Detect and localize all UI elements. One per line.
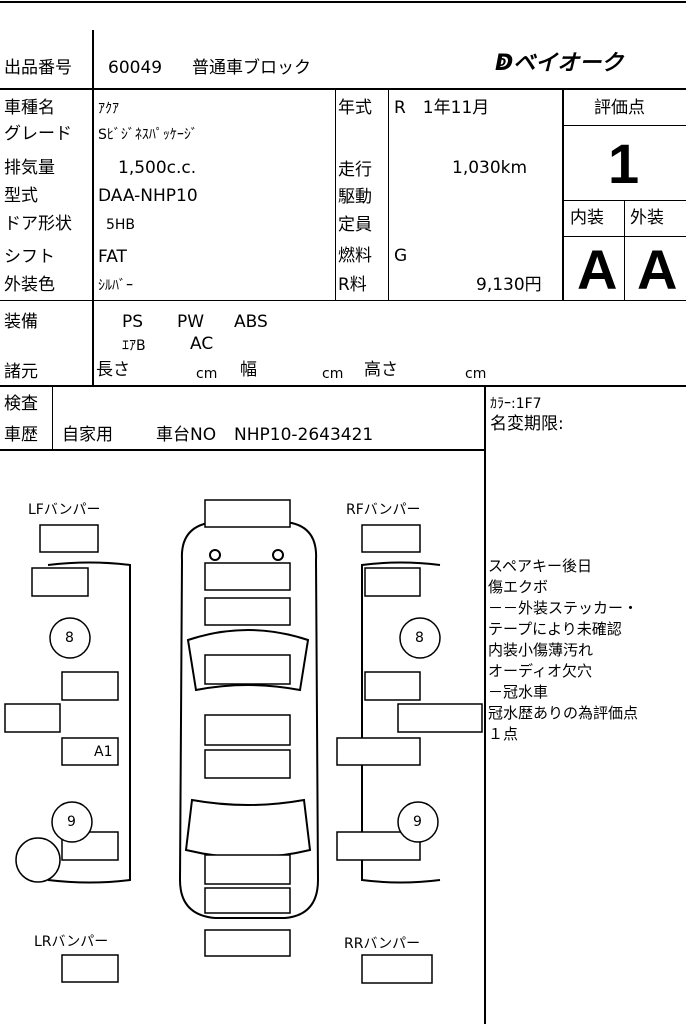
- model: DAA-NHP10: [98, 186, 198, 206]
- width-label: 幅: [240, 360, 257, 380]
- car-windshield: [186, 629, 310, 692]
- logo: ↁベイオーク: [495, 51, 624, 76]
- divider: [624, 200, 625, 300]
- note-line: テープにより未確認: [488, 620, 622, 638]
- divider: [562, 88, 564, 300]
- rr-bumper-label: RRバンパー: [344, 936, 421, 952]
- note-line: 冠水歴ありの為評価点: [488, 704, 639, 722]
- tire-front-left: 8: [65, 630, 74, 646]
- car-name: ｱｸｱ: [98, 101, 119, 117]
- displacement-label: 排気量: [4, 158, 55, 178]
- mileage-label: 走行: [338, 160, 372, 180]
- drive-label: 駆動: [338, 187, 372, 207]
- lot-number: 60049: [108, 58, 163, 78]
- equipment-item: PW: [177, 312, 205, 332]
- car-name-label: 車種名: [4, 98, 55, 118]
- divider: [92, 30, 94, 386]
- history: 自家用: [62, 425, 113, 445]
- block-name: 普通車ブロック: [192, 58, 311, 78]
- name-change-deadline: 名変期限:: [490, 414, 564, 434]
- divider: [388, 88, 389, 300]
- note-line: －冠水車: [488, 683, 549, 701]
- note-line: １点: [488, 725, 519, 743]
- panel-boxes: [4, 499, 483, 984]
- interior-score: A: [577, 238, 618, 301]
- height-unit: cm: [465, 366, 487, 382]
- lr-bumper-label: LRバンパー: [34, 934, 109, 950]
- year-label: 年式: [338, 98, 372, 118]
- note-line: 傷エクボ: [488, 578, 549, 596]
- divider: [335, 88, 336, 300]
- right-side-outline: [361, 561, 441, 884]
- divider: [52, 387, 53, 450]
- rf-bumper-label: RFバンパー: [346, 502, 421, 518]
- recycle-fee: 9,130円: [476, 275, 542, 295]
- divider: [0, 449, 485, 451]
- capacity-label: 定員: [338, 215, 372, 235]
- divider: [0, 88, 686, 90]
- color-label: 外装色: [4, 275, 55, 295]
- notes: スペアキー後日 傷エクボ －－外装ステッカー・ テープにより未確認 内装小傷薄汚…: [488, 556, 638, 745]
- divider: [564, 125, 686, 126]
- note-line: オーディオ欠穴: [488, 662, 592, 680]
- equipment-item: PS: [122, 312, 144, 332]
- inspection-label: 検査: [4, 394, 38, 414]
- logo-icon: ↁ: [495, 51, 514, 76]
- grade-label: グレード: [4, 124, 72, 144]
- lot-label: 出品番号: [4, 58, 72, 78]
- left-side-outline: [47, 561, 131, 884]
- note-line: －－外装ステッカー・: [488, 599, 639, 617]
- interior-label: 内装: [570, 208, 604, 228]
- door-label: ドア形状: [4, 214, 72, 234]
- exterior-score: A: [637, 238, 678, 301]
- divider: [564, 200, 686, 201]
- score-label: 評価点: [594, 98, 645, 118]
- damage-mark: A1: [94, 744, 113, 760]
- width-unit: cm: [322, 366, 344, 382]
- divider: [0, 385, 686, 387]
- fuel-label: 燃料: [338, 246, 372, 266]
- note-line: スペアキー後日: [488, 557, 592, 575]
- fuel: G: [394, 246, 408, 266]
- color: ｼﾙﾊﾞｰ: [98, 278, 133, 294]
- year: R 1年11月: [394, 98, 490, 118]
- divider: [484, 387, 486, 1024]
- chassis-label: 車台NO: [156, 425, 217, 445]
- exterior-label: 外装: [630, 208, 664, 228]
- shift: FAT: [98, 247, 127, 267]
- tire-front-right: 8: [415, 630, 424, 646]
- equipment-item: ｴｱB: [122, 338, 146, 354]
- tire-rear-left: 9: [67, 814, 76, 830]
- length-unit: cm: [196, 366, 218, 382]
- note-line: 内装小傷薄汚れ: [488, 641, 594, 659]
- divider: [564, 236, 686, 237]
- overall-score: 1: [608, 132, 640, 195]
- divider: [0, 300, 686, 301]
- tire-rear-right: 9: [413, 814, 422, 830]
- equipment-item: AC: [190, 334, 214, 354]
- history-label: 車歴: [4, 425, 38, 445]
- top-border: [0, 1, 686, 3]
- shift-label: シフト: [4, 247, 55, 267]
- displacement: 1,500c.c.: [118, 158, 197, 178]
- equipment-label: 装備: [4, 312, 38, 332]
- length-label: 長さ: [96, 360, 130, 380]
- color-code: ｶﾗｰ:1F7: [490, 396, 542, 412]
- model-label: 型式: [4, 186, 38, 206]
- dimensions-label: 諸元: [4, 362, 38, 382]
- chassis-number: NHP10-2643421: [234, 425, 374, 445]
- recycle-label: R料: [338, 275, 367, 295]
- car-rear-window: [184, 798, 312, 859]
- car-body-outline: [178, 521, 320, 919]
- lf-bumper-label: LFバンパー: [28, 502, 101, 518]
- equipment-item: ABS: [234, 312, 268, 332]
- door: 5HB: [106, 217, 136, 233]
- mileage: 1,030km: [452, 158, 528, 178]
- grade: Sﾋﾞｼﾞﾈｽﾊﾟｯｹｰｼﾞ: [98, 127, 198, 143]
- height-label: 高さ: [364, 360, 398, 380]
